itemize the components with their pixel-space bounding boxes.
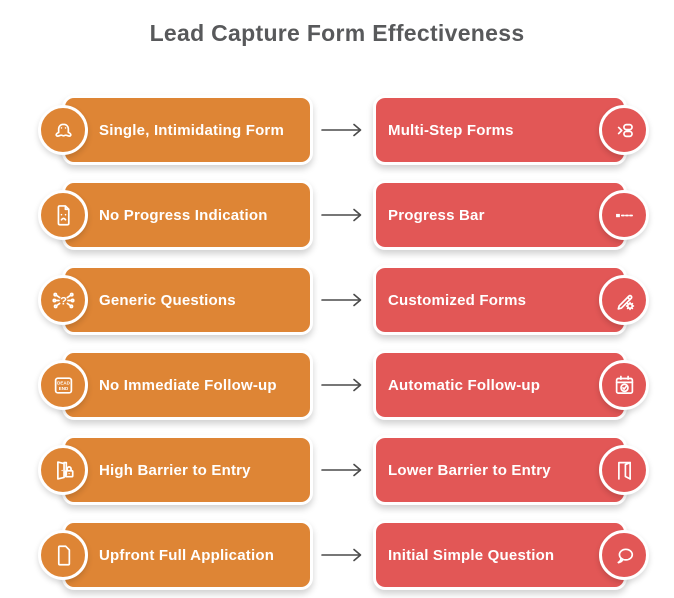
problem-pill: No Progress Indication [62, 180, 313, 250]
sad-document-icon [38, 190, 88, 240]
problem-label: High Barrier to Entry [99, 461, 251, 479]
problem-label: Generic Questions [99, 291, 236, 309]
document-icon [38, 530, 88, 580]
solution-label: Lower Barrier to Entry [388, 461, 551, 479]
right-arrow-icon [320, 207, 364, 223]
question-network-icon: ? [38, 275, 88, 325]
solution-label: Multi-Step Forms [388, 121, 514, 139]
comparison-row: Upfront Full Application Initial Simple … [0, 520, 674, 590]
solution-label: Automatic Follow-up [388, 376, 541, 394]
open-door-icon [599, 445, 649, 495]
right-arrow-icon [320, 292, 364, 308]
monster-icon [38, 105, 88, 155]
multi-step-icon [599, 105, 649, 155]
problem-label: Upfront Full Application [99, 546, 275, 564]
locked-door-icon [38, 445, 88, 495]
comparison-row: Generic Questions ? Customized Forms [0, 265, 674, 335]
solution-pill: Lower Barrier to Entry [373, 435, 627, 505]
right-arrow-icon [320, 122, 364, 138]
solution-label: Initial Simple Question [388, 546, 555, 564]
comparison-row: High Barrier to Entry Lower Barrier to E… [0, 435, 674, 505]
solution-pill: Initial Simple Question [373, 520, 627, 590]
svg-text:DEAD: DEAD [57, 380, 71, 385]
speech-bubble-icon [599, 530, 649, 580]
progress-bar-icon [599, 190, 649, 240]
problem-pill: Upfront Full Application [62, 520, 313, 590]
svg-text:END: END [58, 386, 68, 391]
right-arrow-icon [320, 547, 364, 563]
page-title: Lead Capture Form Effectiveness [149, 20, 525, 46]
problem-label: Single, Intimidating Form [99, 121, 284, 139]
solution-pill: Multi-Step Forms [373, 95, 627, 165]
comparison-row: Single, Intimidating Form Multi-Step For… [0, 95, 674, 165]
problem-pill: High Barrier to Entry [62, 435, 313, 505]
pencil-gear-icon [599, 275, 649, 325]
calendar-check-icon [599, 360, 649, 410]
solution-pill: Progress Bar [373, 180, 627, 250]
comparison-row: No Progress Indication Progress Bar [0, 180, 674, 250]
problem-label: No Progress Indication [99, 206, 268, 224]
solution-label: Progress Bar [388, 206, 485, 224]
right-arrow-icon [320, 377, 364, 393]
problem-pill: No Immediate Follow-up [62, 350, 313, 420]
problem-label: No Immediate Follow-up [99, 376, 277, 394]
svg-text:?: ? [60, 295, 67, 307]
problem-pill: Single, Intimidating Form [62, 95, 313, 165]
problem-pill: Generic Questions [62, 265, 313, 335]
right-arrow-icon [320, 462, 364, 478]
solution-pill: Automatic Follow-up [373, 350, 627, 420]
solution-pill: Customized Forms [373, 265, 627, 335]
solution-label: Customized Forms [388, 291, 527, 309]
